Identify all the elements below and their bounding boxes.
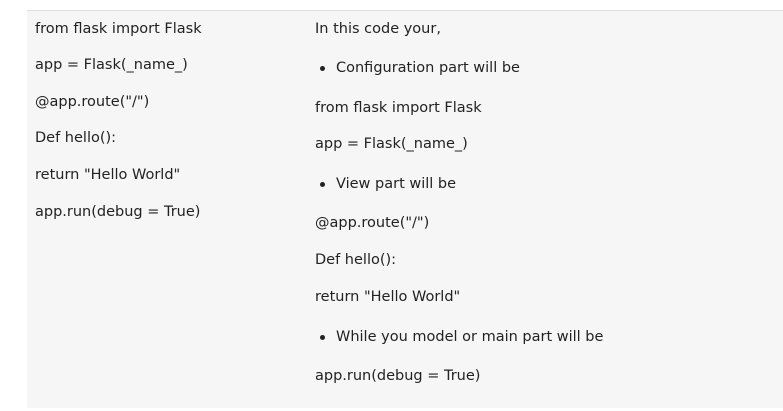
code-line: app = Flask(_name_) [35, 57, 188, 73]
intro-text: In this code your, [315, 21, 441, 37]
content-table: from flask import Flask app = Flask(_nam… [27, 10, 783, 408]
bullet-dot-icon [320, 66, 325, 71]
bullet-dot-icon [320, 182, 325, 187]
code-line: app.run(debug = True) [35, 204, 201, 220]
code-line: return "Hello World" [35, 167, 181, 183]
code-line: from flask import Flask [315, 100, 482, 116]
bullet-text: Configuration part will be [336, 60, 520, 76]
code-line: return "Hello World" [315, 289, 461, 305]
code-line: Def hello(): [315, 252, 397, 268]
code-line: from flask import Flask [35, 21, 202, 37]
code-line: @app.route("/") [315, 215, 430, 231]
bullet-dot-icon [320, 335, 325, 340]
code-line: @app.route("/") [35, 94, 150, 110]
code-line: Def hello(): [35, 130, 117, 146]
code-line: app = Flask(_name_) [315, 136, 468, 152]
bullet-text: View part will be [336, 176, 457, 192]
code-line: app.run(debug = True) [315, 368, 481, 384]
bullet-text: While you model or main part will be [336, 329, 604, 345]
